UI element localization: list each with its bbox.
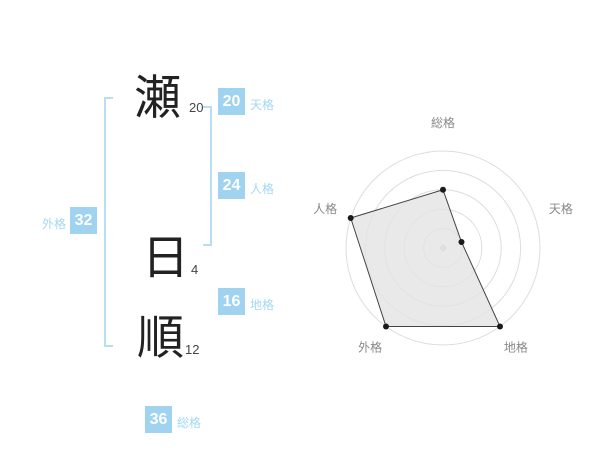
name-character-1: 瀬 <box>134 71 181 124</box>
outer-bracket-tick-bottom <box>104 345 113 347</box>
jinkaku-value-badge: 24 <box>218 172 245 199</box>
chikaku-value-badge: 16 <box>218 288 245 315</box>
stroke-count-2: 4 <box>191 262 199 277</box>
stroke-count-1: 20 <box>189 100 204 115</box>
stroke-count-3: 12 <box>185 342 200 357</box>
radar-chart: 総格天格地格 外格 人格 <box>308 113 578 383</box>
jinkaku-label: 人格 <box>250 182 275 196</box>
chikaku-label: 地格 <box>250 298 275 312</box>
outer-bracket-tick-top <box>104 97 113 99</box>
soukaku-label: 総格 <box>177 416 202 430</box>
inner-bracket-line <box>210 106 212 246</box>
svg-text:天格: 天格 <box>549 201 573 216</box>
svg-text:外格: 外格 <box>358 339 382 354</box>
tenkaku-value-badge: 20 <box>218 88 245 115</box>
svg-text:総格: 総格 <box>431 115 455 130</box>
outer-bracket-line <box>104 97 106 347</box>
inner-bracket-tick-bottom <box>203 244 212 246</box>
gaikaku-value-badge: 32 <box>70 207 97 234</box>
svg-text:人格: 人格 <box>313 201 337 216</box>
name-character-3: 順 <box>137 311 184 364</box>
gaikaku-label: 外格 <box>42 217 67 231</box>
name-character-2: 日 <box>142 231 189 284</box>
tenkaku-label: 天格 <box>250 98 275 112</box>
soukaku-value-badge: 36 <box>145 406 172 433</box>
svg-text:地格: 地格 <box>504 339 528 354</box>
inner-bracket-tick-top <box>203 106 212 108</box>
